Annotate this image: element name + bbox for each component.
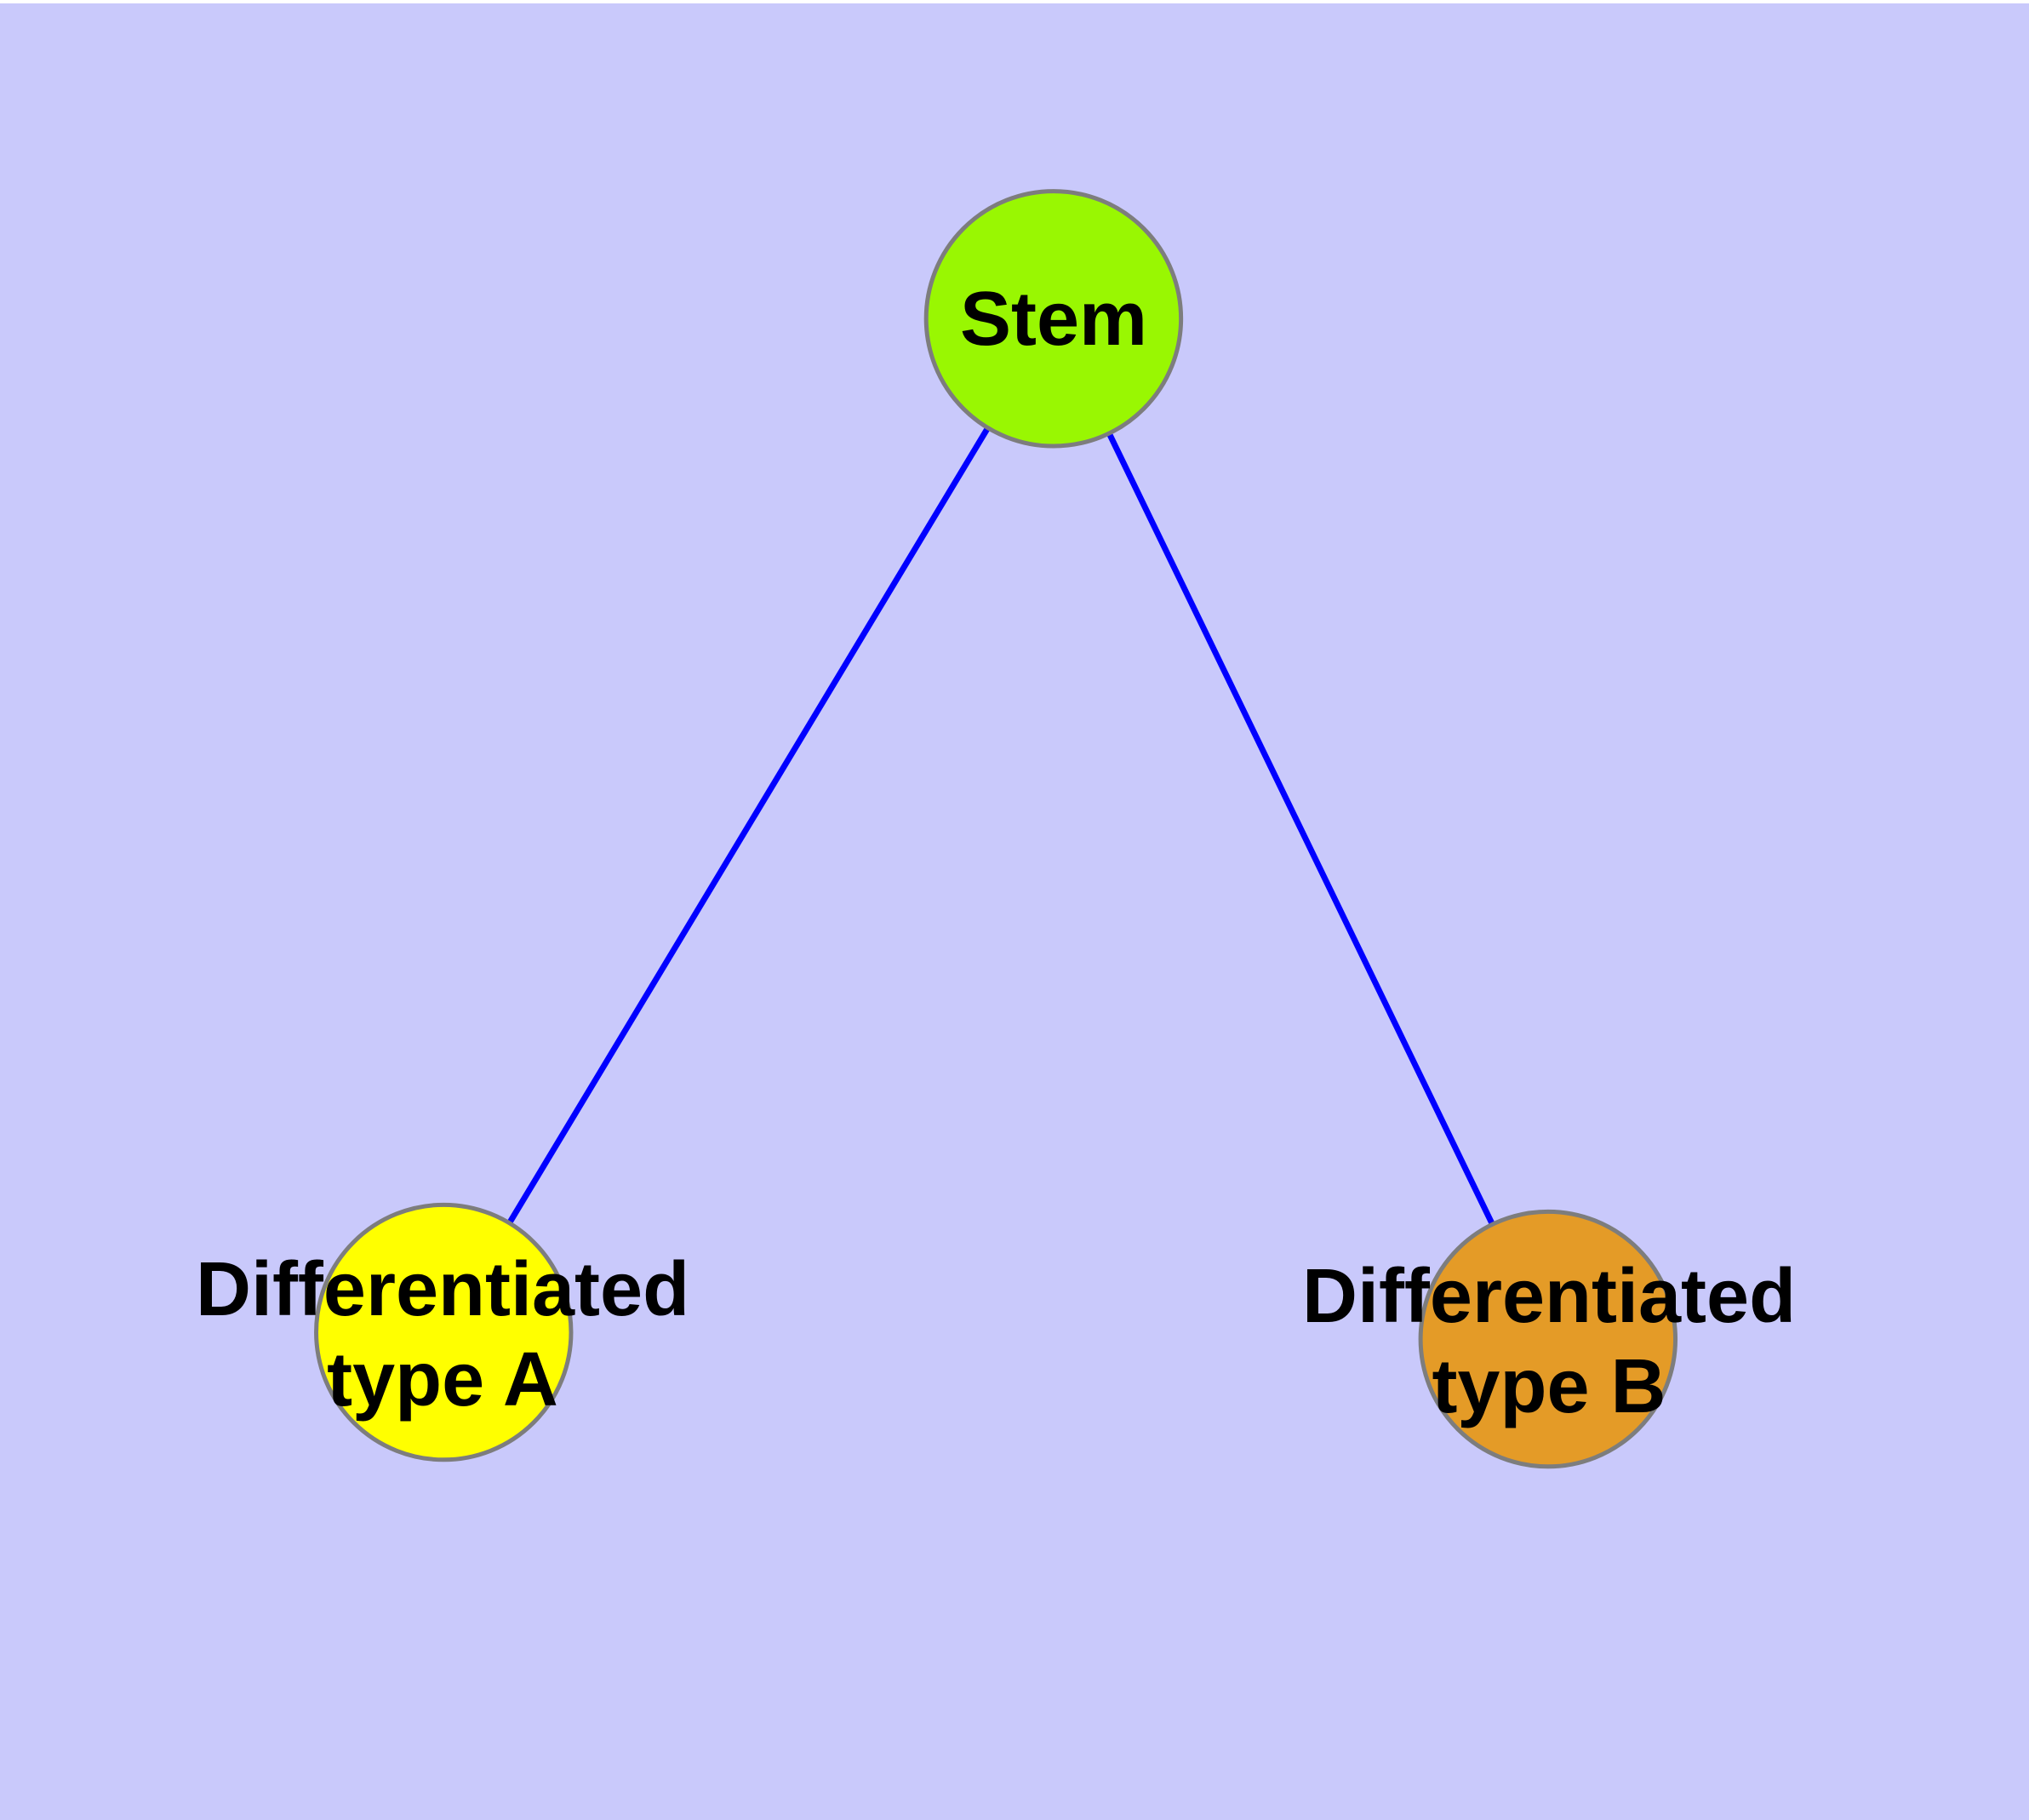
node-type-a-label: Differentiated type A <box>195 1246 690 1422</box>
edge-stem-to-type-a <box>441 317 1056 1334</box>
node-type-b-circle <box>1418 1209 1678 1469</box>
graph-svg <box>314 189 1678 1469</box>
node-stem-label: Stem <box>959 276 1148 362</box>
node-stem-circle <box>923 189 1184 449</box>
node-type-a-circle <box>314 1202 574 1462</box>
edge-stem-to-type-b <box>1050 317 1551 1341</box>
node-type-b-label: Differentiated type B <box>1301 1253 1797 1429</box>
